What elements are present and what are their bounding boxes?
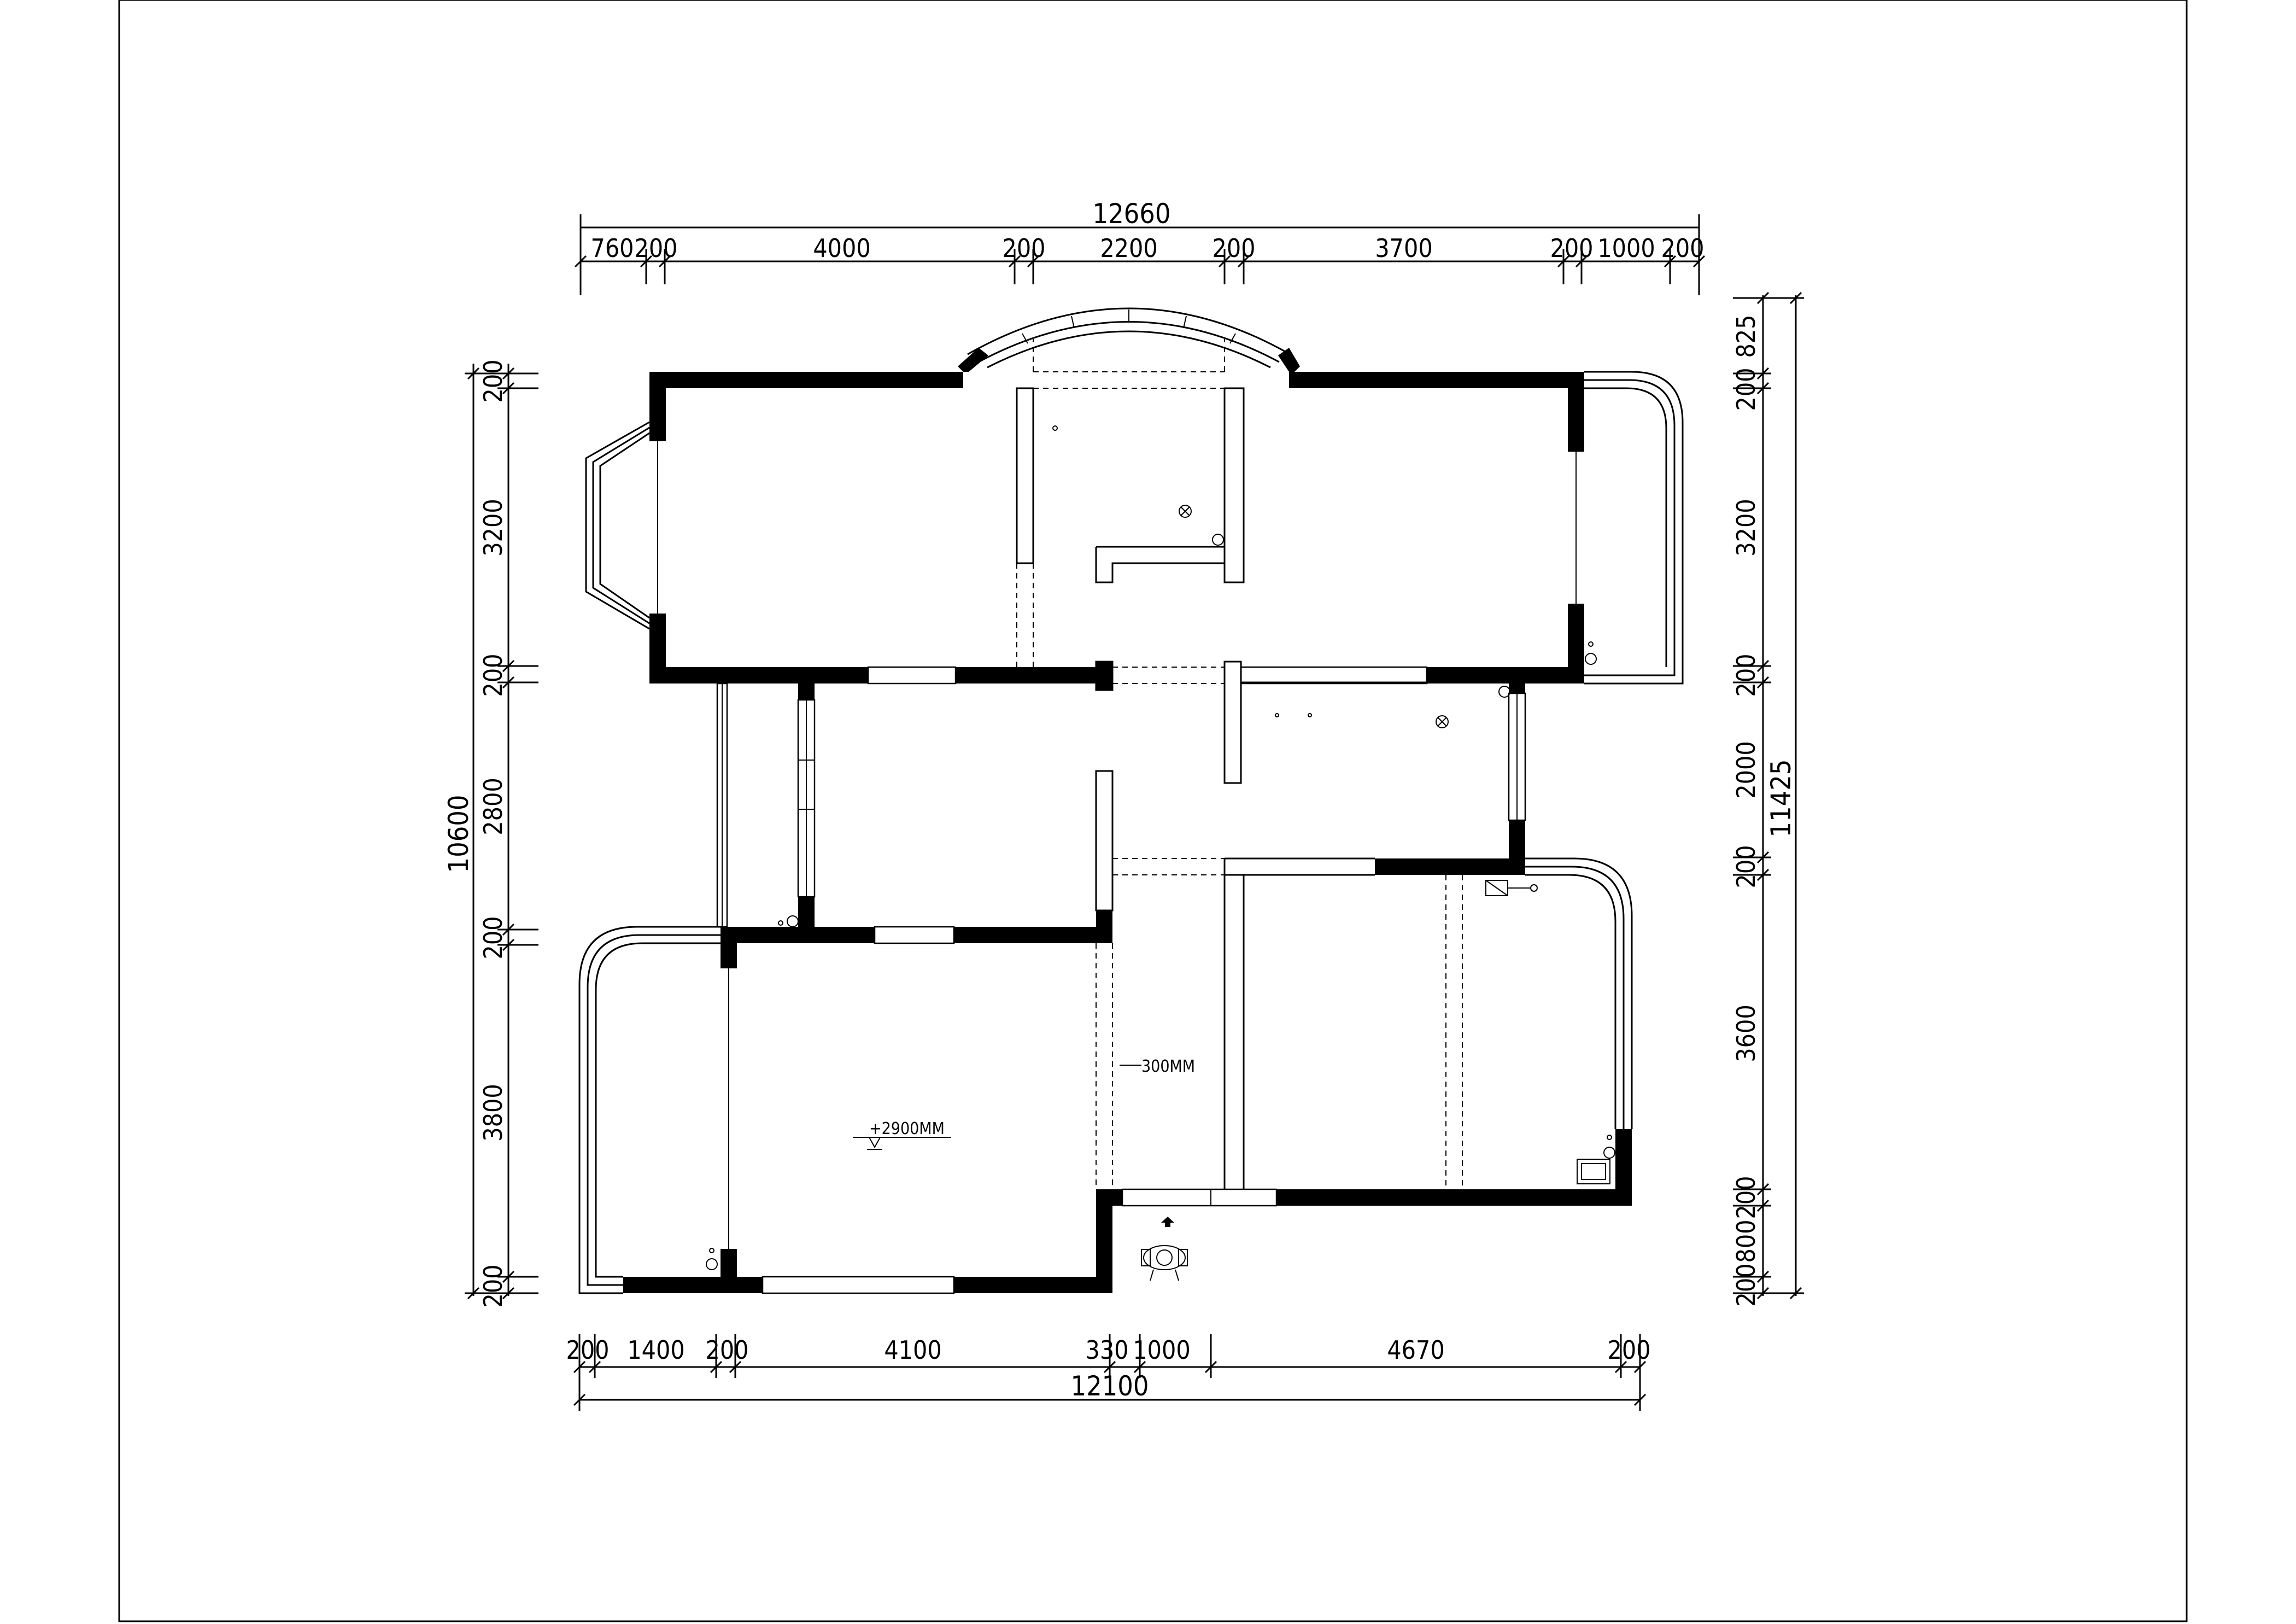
top-dim-label: 1000 xyxy=(1597,233,1655,263)
top-dim-label: 200 xyxy=(1003,233,1046,263)
bottom-dim-label: 1000 xyxy=(1133,1335,1190,1365)
drain-icon xyxy=(787,915,799,927)
left-dim-label: 200 xyxy=(478,1265,508,1308)
bottom-dim-label: 330 xyxy=(1086,1335,1129,1365)
level-elevation-note: +2900MM xyxy=(869,1119,945,1138)
right-dim-label: 825 xyxy=(1731,315,1761,358)
light-fixture-icon xyxy=(1179,505,1192,518)
sheet-frame xyxy=(118,0,2188,1622)
dashed-lines xyxy=(1016,339,1463,1189)
bottom-dim-label: 200 xyxy=(566,1335,610,1365)
fixture-point-icon xyxy=(1607,1135,1612,1140)
left-dim-label: 3800 xyxy=(478,1084,508,1141)
right-dim-label: 3600 xyxy=(1731,1004,1761,1062)
top-total-dim: 12660 xyxy=(1092,198,1170,230)
top-dim-label: 200 xyxy=(1661,233,1705,263)
right-dim-label: 2000 xyxy=(1731,741,1761,798)
sink-icon xyxy=(1577,1159,1610,1184)
walls xyxy=(623,348,1632,1293)
drain-icon xyxy=(1212,534,1224,546)
left-dim-label: 3200 xyxy=(478,499,508,556)
bottom-total-dim: 12100 xyxy=(1070,1370,1149,1402)
top-dim-label: 200 xyxy=(635,233,678,263)
left-dim-label: 200 xyxy=(478,916,508,960)
fixture-point-icon xyxy=(778,920,783,926)
top-dim-label: 200 xyxy=(1550,233,1594,263)
fixtures xyxy=(706,425,1615,1270)
left-dim-label: 200 xyxy=(478,360,508,403)
top-dim-label: 4000 xyxy=(813,233,870,263)
bottom-dim-label: 4100 xyxy=(884,1335,941,1365)
top-dim-label: 200 xyxy=(1213,233,1256,263)
fixture-point-icon xyxy=(1588,641,1594,647)
ceiling-height-note: 300MM xyxy=(1141,1057,1195,1076)
fixture-point-icon xyxy=(1275,713,1279,717)
left-total-dim: 10600 xyxy=(443,795,475,873)
left-dim-label: 2800 xyxy=(478,778,508,835)
fixture-point-icon xyxy=(1052,425,1058,431)
bottom-dim-label: 200 xyxy=(706,1335,749,1365)
drain-icon xyxy=(706,1258,718,1270)
right-dim-label: 200 xyxy=(1731,654,1761,697)
top-dimension-chain: 12660 760 200 4000 200 2200 200 3700 200… xyxy=(574,198,1706,295)
bottom-dim-label: 1400 xyxy=(627,1335,684,1365)
right-dimension-chain: 825 200 3200 200 2000 200 3600 200 800 2… xyxy=(1731,291,1804,1307)
right-dim-label: 200 xyxy=(1731,368,1761,411)
annotations: 300MM +2900MM xyxy=(853,1057,1195,1150)
left-dimension-chain: 200 3200 200 2800 200 3800 200 10600 xyxy=(443,360,538,1308)
bottom-dimension-chain: 200 1400 200 4100 330 1000 4670 200 1210… xyxy=(566,1334,1651,1411)
right-total-dim: 11425 xyxy=(1765,759,1797,837)
bottom-dim-label: 4670 xyxy=(1387,1335,1444,1365)
right-dim-label: 200 xyxy=(1731,1176,1761,1219)
left-dim-label: 200 xyxy=(478,654,508,697)
light-fixture-icon xyxy=(1436,715,1449,728)
drain-icon xyxy=(1498,686,1510,698)
openings-and-windows xyxy=(578,307,1684,1294)
right-dim-label: 800 xyxy=(1731,1220,1761,1263)
top-dim-label: 3700 xyxy=(1375,233,1432,263)
bottom-dim-label: 200 xyxy=(1608,1335,1651,1365)
entrance-person-icon xyxy=(1141,1217,1188,1281)
fixture-point-icon xyxy=(709,1248,714,1253)
drain-icon xyxy=(1603,1147,1615,1159)
right-dim-label: 200 xyxy=(1731,1264,1761,1307)
interior-partitions xyxy=(1016,387,1509,1189)
right-dim-label: 3200 xyxy=(1731,499,1761,556)
fixture-point-icon xyxy=(1308,713,1312,717)
drain-icon xyxy=(1585,653,1597,665)
top-dim-label: 2200 xyxy=(1100,233,1157,263)
right-dim-label: 200 xyxy=(1731,845,1761,889)
top-dim-label: 760 xyxy=(591,233,634,263)
